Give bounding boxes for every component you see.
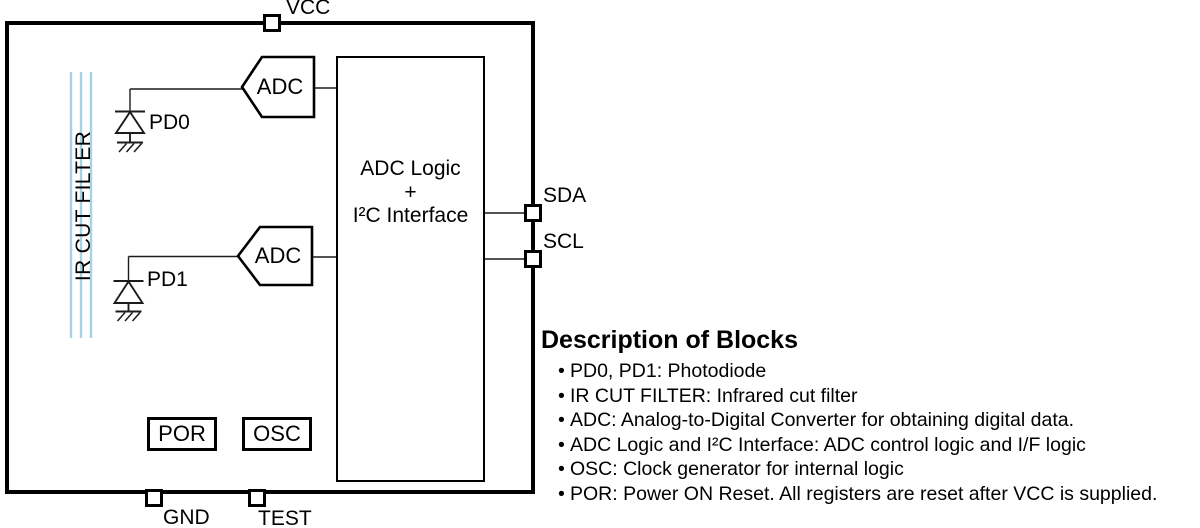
por-block-label: POR (158, 421, 206, 446)
description-item-text: ADC: Analog-to-Digital Converter for obt… (570, 409, 1075, 431)
sda-pin-label: SDA (543, 184, 587, 207)
description-item-text: IR CUT FILTER: Infrared cut filter (570, 384, 858, 407)
wire-pd1-to-adc2 (127, 255, 239, 282)
description-list: • PD0, PD1: Photodiode • IR CUT FILTER: … (541, 359, 1200, 506)
adc2-block-shape (236, 225, 314, 287)
sda-pin-pad (524, 204, 542, 222)
adc1-block-shape (240, 55, 316, 119)
bullet-icon: • (558, 384, 565, 407)
ir-cut-filter-lines (69, 72, 93, 338)
description-item-text: ADC Logic and I²C Interface: ADC control… (570, 433, 1086, 456)
pd0-label: PD0 (149, 111, 190, 134)
adc2-block-label: ADC (254, 243, 302, 268)
vcc-pin-label: VCC (286, 0, 331, 19)
description-item-text: PD0, PD1: Photodiode (570, 360, 767, 382)
list-item: • PD0, PD1: Photodiode (541, 359, 1200, 384)
description-item-text: OSC: Clock generator for internal logic (570, 458, 904, 480)
pd1-label: PD1 (147, 268, 188, 291)
bullet-icon: • (558, 433, 565, 456)
list-item: • ADC Logic and I²C Interface: ADC contr… (541, 433, 1200, 458)
wire-pd0-to-adc1 (129, 88, 243, 112)
adc-logic-block-label: ADC Logic + I²C Interface (352, 157, 469, 227)
vcc-pin-pad (263, 14, 281, 32)
description-item-text: POR: Power ON Reset. All registers are r… (570, 482, 1158, 505)
bullet-icon: • (558, 360, 565, 382)
wires (127, 87, 525, 282)
ir-cut-filter-label: IR CUT FILTER (72, 130, 95, 282)
osc-block: OSC (242, 417, 312, 451)
test-pin-label: TEST (258, 507, 312, 528)
gnd-pin-pad (145, 489, 163, 507)
scl-pin-label: SCL (543, 230, 584, 253)
gnd-pin-label: GND (163, 506, 210, 528)
ground-icon (116, 312, 141, 322)
description-panel: Description of Blocks • PD0, PD1: Photod… (541, 326, 1200, 506)
photodiode-pd0-symbol (114, 110, 146, 153)
adc1-block-label: ADC (256, 74, 304, 99)
list-item: • POR: Power ON Reset. All registers are… (541, 482, 1200, 507)
list-item: • OSC: Clock generator for internal logi… (541, 457, 1200, 482)
description-title: Description of Blocks (541, 326, 798, 354)
list-item: • IR CUT FILTER: Infrared cut filter (541, 384, 1200, 409)
ground-icon (118, 143, 143, 153)
osc-block-label: OSC (253, 421, 301, 446)
photodiode-pd1-symbol (112, 279, 145, 322)
adc-logic-i2c-block: ADC Logic + I²C Interface (336, 56, 485, 482)
bullet-icon: • (558, 482, 565, 505)
por-block: POR (147, 417, 217, 451)
bullet-icon: • (558, 409, 565, 431)
scl-pin-pad (524, 250, 542, 268)
list-item: • ADC: Analog-to-Digital Converter for o… (541, 408, 1200, 433)
test-pin-pad (248, 489, 266, 507)
bullet-icon: • (558, 458, 565, 480)
